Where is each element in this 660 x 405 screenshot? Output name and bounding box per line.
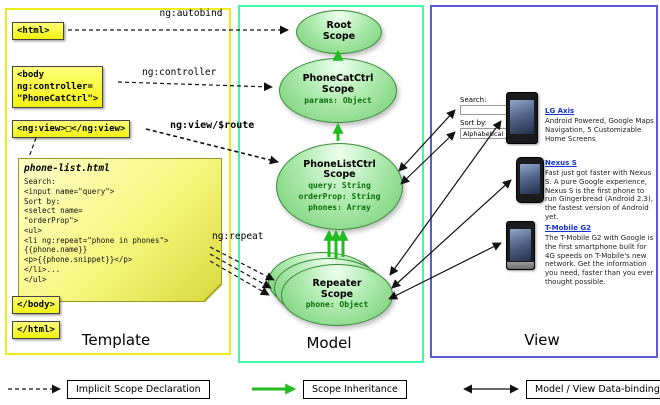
html-open-tag: <html> [12, 22, 64, 41]
sort-label: Sort by: [460, 119, 488, 127]
phone-image-nexus-s [516, 157, 544, 203]
scope-prop: params: Object [304, 95, 372, 105]
template-label: Template [81, 331, 151, 349]
search-label: Search: [460, 96, 487, 104]
view-label: View [524, 331, 560, 349]
repeater-scope: Repeater Scope phone: Object [281, 264, 393, 326]
html-close-tag: </html> [12, 321, 60, 340]
phone-desc-tmobile-g2: The T-Mobile G2 with Google is the first… [545, 234, 654, 286]
phone-list-note: phone-list.html Search: <input name="que… [18, 158, 222, 302]
code-line: <input name="query"> [24, 186, 115, 196]
note-title: phone-list.html [24, 163, 110, 174]
scope-name: Repeater Scope [312, 277, 362, 300]
scope-prop: phones: Array [308, 202, 371, 212]
ng-repeat-label: ng:repeat [212, 231, 264, 242]
code-line: </ul> [24, 274, 47, 284]
phone-link-tmobile-g2[interactable]: T-Mobile G2 [545, 224, 592, 232]
phone-desc-nexus-s: Fast just got faster with Nexus S. A pur… [545, 169, 653, 221]
code-line: <p>{{phone.snippet}}</p> [24, 255, 133, 264]
legend-implicit-scope-declaration: Implicit Scope Declaration [67, 380, 210, 399]
code-line: <li ng:repeat="phone in phones"> [24, 235, 169, 245]
phone-screen [510, 100, 534, 134]
scope-prop: orderProp: String [298, 191, 381, 201]
phone-desc-lg-axis: Android Powered, Google Maps Navigation,… [545, 117, 654, 143]
code-line: <ul> [24, 225, 43, 235]
model-label: Model [306, 334, 352, 352]
scope-name: Root Scope [322, 20, 356, 42]
phone-link-lg-axis[interactable]: LG Axis [545, 107, 575, 115]
phone-image-lg-axis [506, 92, 538, 144]
code-line: "orderProp"> [24, 216, 79, 225]
search-input[interactable] [460, 105, 508, 115]
legend-scope-inheritance: Scope Inheritance [303, 380, 407, 399]
ng-controller-label: ng:controller [142, 67, 217, 78]
legend-model-view-data-binding: Model / View Data-binding [526, 380, 660, 399]
ng-view-route-label: ng:view/$route [170, 120, 255, 131]
body-open-tag: <body ng:controller= "PhoneCatCtrl"> [12, 66, 104, 109]
code-line: {{phone.name}} [24, 245, 88, 255]
code-line: Search: [24, 177, 56, 186]
scope-name: PhoneCatCtrl Scope [302, 73, 374, 96]
body-close-tag: </body> [12, 296, 60, 315]
code-line: <select name= [24, 206, 83, 216]
phone-chin [507, 262, 534, 269]
template-section [5, 8, 231, 355]
ng-view-tag: <ng:view>□</ng:view> [12, 120, 131, 139]
phone-screen [519, 164, 541, 195]
phone-screen [509, 228, 532, 261]
root-scope: Root Scope [296, 10, 382, 54]
code-line: </li>... [24, 264, 61, 274]
sort-select-value: Alphabetical [463, 129, 504, 138]
scope-prop: phone: Object [305, 300, 369, 310]
phonecatctrl-scope: PhoneCatCtrl Scope params: Object [279, 58, 397, 123]
scope-name: PhoneListCtrl Scope [303, 158, 376, 181]
phonelistctrl-scope: PhoneListCtrl Scope query: String orderP… [276, 143, 403, 230]
scope-prop: query: String [308, 180, 371, 190]
phone-link-nexus-s[interactable]: Nexus S [545, 159, 577, 167]
code-line: Sort by: [24, 196, 61, 206]
phone-image-tmobile-g2 [506, 221, 535, 270]
note-code: Search: <input name="query"> Sort by: <s… [24, 177, 216, 284]
ng-autobind-label: ng:autobind [159, 8, 223, 19]
